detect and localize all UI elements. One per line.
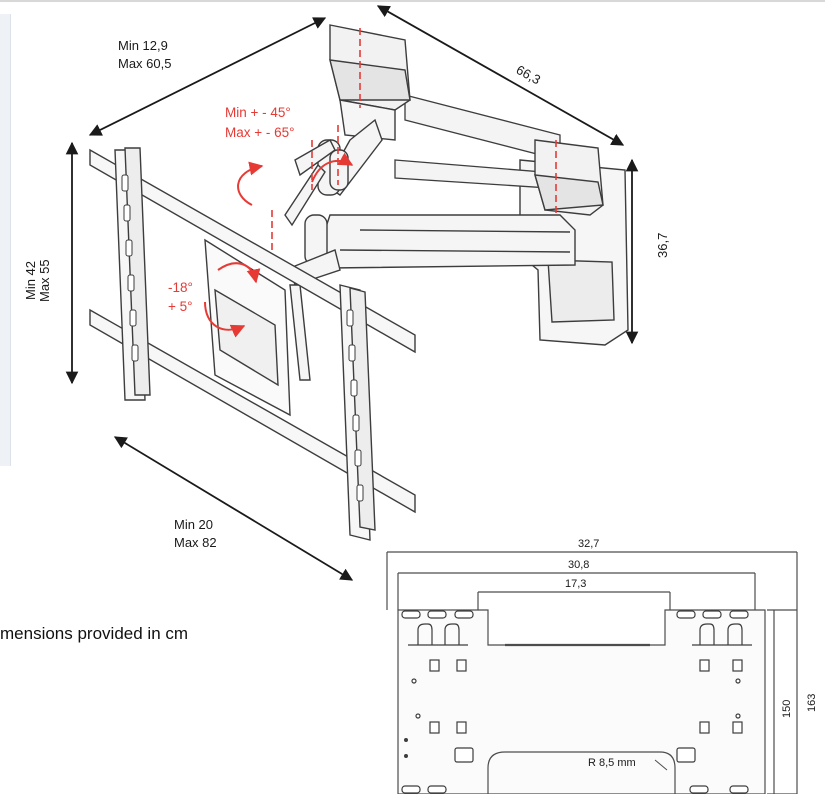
swivel-arrow-right [311,152,354,183]
left-sidebar-strip [0,14,11,466]
plate-detail [386,551,798,794]
plate-slots [401,610,752,794]
bottom-max-label: Max 82 [174,535,217,550]
swivel-arrow-left [237,161,264,206]
rotation-arrows [204,152,354,338]
tilt-pos-label: + 5° [168,299,193,314]
dim-depth [376,5,625,146]
dimension-arrows [65,5,639,581]
tilt-arrow-lower [204,301,246,338]
left-max-label: Max 55 [37,259,52,302]
radius-leader [654,759,668,771]
swivel-max-label: Max + - 65° [225,125,295,140]
dim-bottom [113,436,354,581]
units-caption: mensions provided in cm [0,624,189,643]
dim-top-arm [88,17,327,136]
tilt-neg-label: -18° [168,280,193,295]
height-right-label: 36,7 [655,232,670,258]
arm-assembly [284,118,576,381]
top-arm-min-label: Min 12,9 [118,38,168,53]
mount-block-upper [329,24,411,141]
plate-height-2: 163 [806,693,818,712]
plate-height-1: 150 [781,699,793,718]
bracket-slots [121,174,364,502]
tilt-arrow-upper [217,262,261,284]
plate-width-1: 32,7 [578,538,600,550]
tv-bracket-frame [89,147,416,541]
plate-width-2: 30,8 [568,559,590,571]
plate-radius-label: R 8,5 mm [588,757,636,769]
mount-block-right [534,139,604,216]
bottom-min-label: Min 20 [174,517,214,532]
plate-width-3: 17,3 [565,578,587,590]
top-border-line [0,0,825,2]
swivel-min-label: Min + - 45° [225,105,291,120]
top-arm-max-label: Max 60,5 [118,56,172,71]
